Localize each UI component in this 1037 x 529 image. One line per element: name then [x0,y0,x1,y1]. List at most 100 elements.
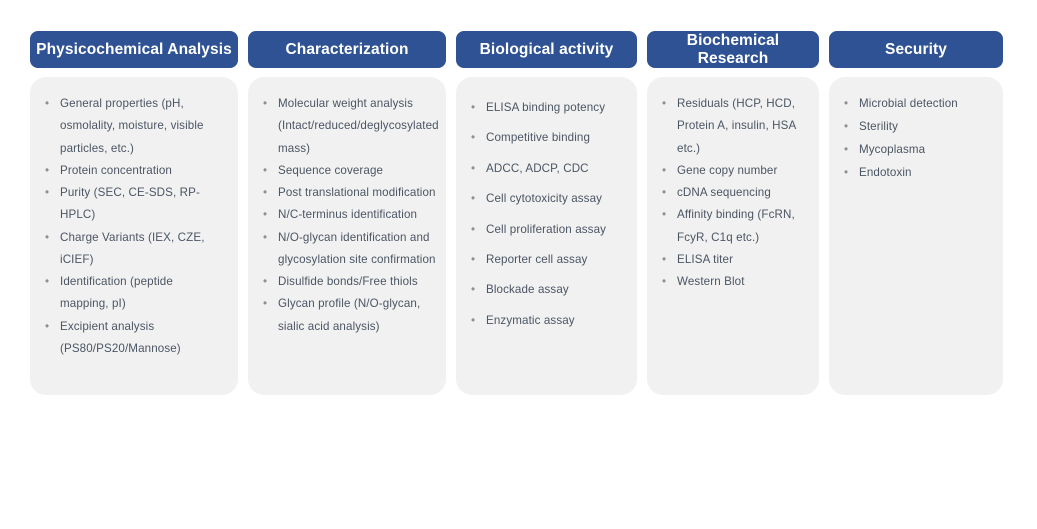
list-item-label: ELISA binding potency [486,101,606,114]
column-card-biochemical-research: • Residuals (HCP, HCD, Protein A, insuli… [647,77,819,395]
bullet-dot-icon: • [45,319,50,333]
list-item: • Purity (SEC, CE-SDS, RP-HPLC) [38,182,230,227]
list-item-label: Endotoxin [859,165,912,179]
category-columns: Physicochemical Analysis • General prope… [30,31,1003,395]
category-column-biochemical-research: Biochemical Research • Residuals (HCP, H… [647,31,819,395]
column-header-biochemical-research[interactable]: Biochemical Research [647,31,819,68]
list-item: • Disulfide bonds/Free thiols [256,271,438,293]
bullet-dot-icon: • [471,131,476,145]
bullet-dot-icon: • [263,97,268,110]
list-item: • Molecular weight analysis (Intact/redu… [256,93,439,160]
list-item: • Sterility [837,116,995,139]
bullet-dot-icon: • [471,222,476,236]
list-item: • Western Blot [655,271,811,293]
bullet-dot-icon: • [263,230,268,244]
list-item: • ELISA binding potency [464,93,629,123]
list-item-label: Cell proliferation assay [486,222,607,236]
bullet-list: • General properties (pH, osmolality, mo… [38,93,230,360]
list-item-label: ELISA titer [677,252,734,266]
bullet-dot-icon: • [662,97,667,110]
list-item: • Blockade assay [464,275,629,305]
list-item-label: Western Blot [677,275,745,288]
list-item: • Mycoplasma [837,139,995,162]
list-item-label: Blockade assay [486,283,569,297]
list-item: • Gene copy number [655,160,811,182]
list-item-label: N/C-terminus identification [278,208,418,222]
list-item-label: Glycan profile (N/O-glycan, sialic acid … [278,297,421,333]
category-column-physicochemical-analysis: Physicochemical Analysis • General prope… [30,31,238,395]
bullet-dot-icon: • [45,230,50,244]
list-item: • cDNA sequencing [655,182,811,204]
category-column-biological-activity: Biological activity • ELISA binding pote… [456,31,637,395]
list-item-label: Charge Variants (IEX, CZE, iCIEF) [60,230,205,266]
list-item-label: Competitive binding [486,131,591,145]
list-item: • Cell proliferation assay [464,215,629,245]
list-item-label: Sequence coverage [278,163,384,177]
list-item-label: Sterility [859,119,899,133]
list-item-label: Reporter cell assay [486,252,588,266]
list-item-label: Gene copy number [677,163,778,177]
list-item-label: ADCC, ADCP, CDC [486,161,589,175]
bullet-dot-icon: • [471,192,476,206]
list-item: • N/C-terminus identification [256,204,438,226]
bullet-dot-icon: • [45,97,50,110]
list-item: • General properties (pH, osmolality, mo… [38,93,230,160]
list-item: • Excipient analysis (PS80/PS20/Mannose) [38,316,230,361]
bullet-list: • Microbial detection • Sterility • Myco… [837,93,995,185]
list-item: • Cell cytotoxicity assay [464,184,629,214]
list-item-label: Microbial detection [859,97,958,110]
list-item-label: Post translational modification [278,186,436,199]
list-item: • Post translational modification [256,182,438,204]
list-item-label: Molecular weight analysis (Intact/reduce… [278,97,439,155]
list-item: • Microbial detection [837,93,995,116]
list-item: • Identification (peptide mapping, pI) [38,271,230,316]
bullet-dot-icon: • [263,208,268,222]
bullet-dot-icon: • [263,275,268,288]
bullet-dot-icon: • [662,186,667,199]
bullet-dot-icon: • [844,165,849,179]
column-card-characterization: • Molecular weight analysis (Intact/redu… [248,77,446,395]
list-item: • Charge Variants (IEX, CZE, iCIEF) [38,227,230,272]
list-item-label: Mycoplasma [859,142,926,156]
list-item-label: General properties (pH, osmolality, mois… [60,97,204,155]
column-header-security[interactable]: Security [829,31,1003,68]
bullet-dot-icon: • [662,275,667,288]
column-header-physicochemical-analysis[interactable]: Physicochemical Analysis [30,31,238,68]
list-item-label: Purity (SEC, CE-SDS, RP-HPLC) [60,186,200,222]
column-header-characterization[interactable]: Characterization [248,31,446,68]
bullet-dot-icon: • [471,101,476,114]
category-column-characterization: Characterization • Molecular weight anal… [248,31,446,395]
column-card-security: • Microbial detection • Sterility • Myco… [829,77,1003,395]
list-item: • ELISA titer [655,249,811,271]
bullet-dot-icon: • [45,163,50,177]
list-item: • Sequence coverage [256,160,438,182]
list-item-label: Disulfide bonds/Free thiols [278,275,418,288]
list-item-label: Affinity binding (FcRN, FcyR, C1q etc.) [677,208,795,244]
bullet-dot-icon: • [263,297,268,311]
list-item: • Affinity binding (FcRN, FcyR, C1q etc.… [655,204,811,249]
bullet-dot-icon: • [662,252,667,266]
list-item-label: cDNA sequencing [677,186,771,199]
list-item-label: Residuals (HCP, HCD, Protein A, insulin,… [677,97,796,155]
bullet-list: • ELISA binding potency • Competitive bi… [464,93,629,336]
bullet-dot-icon: • [45,275,50,288]
bullet-dot-icon: • [471,252,476,266]
list-item: • Protein concentration [38,160,230,182]
list-item: • Enzymatic assay [464,306,629,336]
column-header-biological-activity[interactable]: Biological activity [456,31,637,68]
list-item: • Residuals (HCP, HCD, Protein A, insuli… [655,93,811,160]
list-item: • N/O-glycan identification and glycosyl… [256,227,438,272]
bullet-dot-icon: • [263,163,268,177]
bullet-dot-icon: • [844,119,849,133]
bullet-dot-icon: • [471,313,476,327]
bullet-list: • Residuals (HCP, HCD, Protein A, insuli… [655,93,811,293]
list-item: • Endotoxin [837,162,995,185]
bullet-dot-icon: • [844,142,849,156]
list-item-label: N/O-glycan identification and glycosylat… [278,230,436,266]
list-item: • Reporter cell assay [464,245,629,275]
list-item: • Competitive binding [464,123,629,153]
list-item-label: Identification (peptide mapping, pI) [60,275,173,311]
bullet-dot-icon: • [844,97,849,110]
list-item: • ADCC, ADCP, CDC [464,154,629,184]
